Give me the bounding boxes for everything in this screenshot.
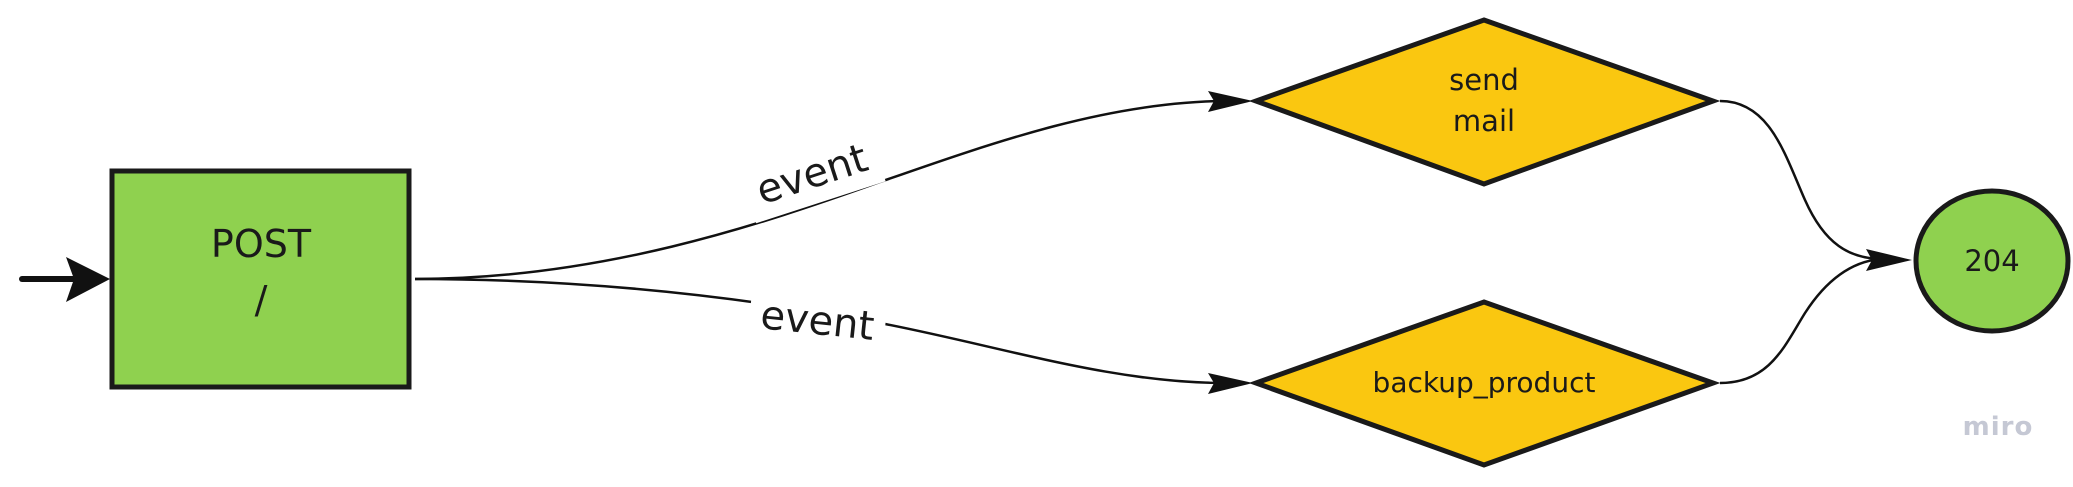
node-204-label: 204: [1964, 244, 2019, 278]
arrowhead-send-mail: [1208, 91, 1253, 112]
node-send-mail-line1: send: [1449, 63, 1519, 97]
node-send-mail-shape: [1248, 17, 1721, 187]
node-backup-product-label: backup_product: [1373, 366, 1596, 399]
edge-label-event-bottom: event: [746, 292, 888, 358]
node-204[interactable]: 204: [1913, 188, 2071, 334]
node-send-mail[interactable]: send mail: [1248, 17, 1721, 187]
node-204-shape: [1913, 188, 2071, 334]
entry-arrow: [19, 257, 110, 302]
node-post-path: /: [255, 278, 268, 322]
node-post-shape: [109, 168, 412, 390]
node-post-method: POST: [211, 222, 312, 266]
node-post[interactable]: POST /: [109, 168, 412, 390]
node-backup-product-shape: [1248, 299, 1721, 468]
node-backup-product[interactable]: backup_product: [1248, 299, 1721, 468]
edge-send-mail-to-204: [1719, 99, 1881, 261]
node-send-mail-line2: mail: [1453, 104, 1515, 138]
edge-label-event-top: event: [740, 133, 886, 224]
miro-watermark: miro: [1963, 412, 2034, 442]
edge-backup-product-to-204: [1719, 257, 1881, 385]
arrowhead-backup-product: [1208, 373, 1253, 394]
arrowhead-204: [1866, 249, 1912, 271]
